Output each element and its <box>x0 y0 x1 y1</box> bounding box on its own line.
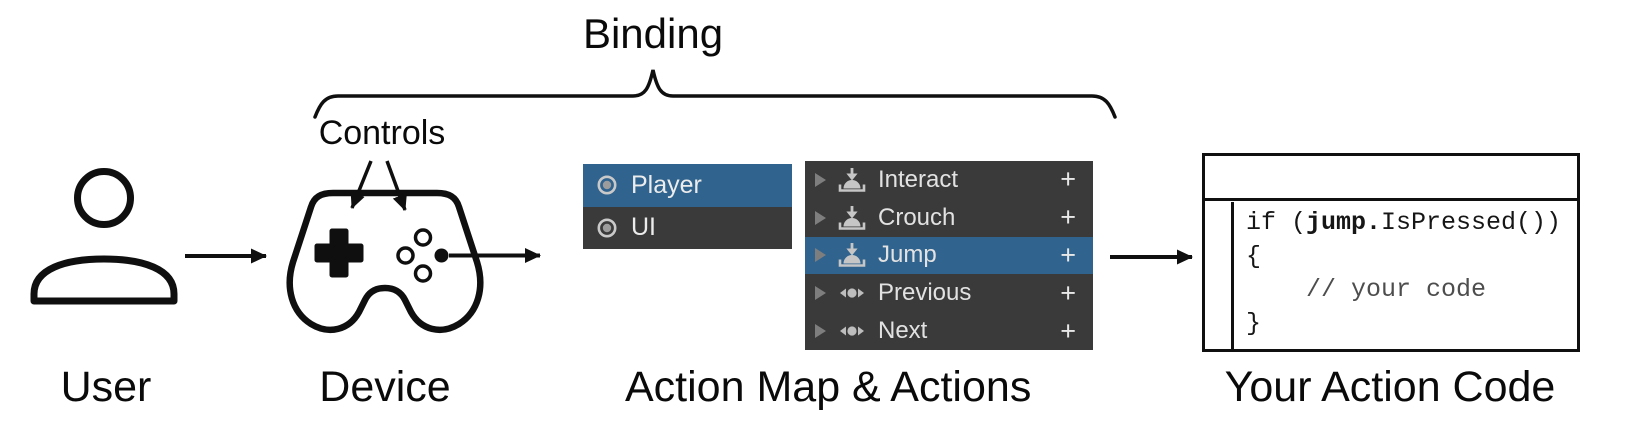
action-map-name: UI <box>631 213 656 242</box>
action-code-label: Your Action Code <box>1224 363 1556 411</box>
fold-triangle-icon[interactable] <box>814 247 827 263</box>
user-label: User <box>60 363 152 411</box>
action-map-icon <box>596 217 618 239</box>
fold-triangle-icon[interactable] <box>814 323 827 339</box>
action-list: Interact + Crouch + Jump + Previous + Next + <box>805 161 1093 350</box>
value-action-icon <box>838 280 866 306</box>
action-row-previous[interactable]: Previous + <box>805 274 1093 313</box>
binding-label: Binding <box>582 10 724 57</box>
action-name: Interact <box>878 165 959 193</box>
add-binding-button[interactable]: + <box>1060 202 1076 233</box>
code-gutter-line <box>1231 201 1234 349</box>
controls-arrow-right-icon <box>385 160 407 211</box>
gamepad-icon <box>286 189 484 334</box>
action-map-icon <box>596 174 618 196</box>
controls-label: Controls <box>318 114 446 152</box>
action-row-interact[interactable]: Interact + <box>805 161 1093 199</box>
action-map-row-player[interactable]: Player <box>583 164 792 207</box>
action-name: Jump <box>878 241 937 269</box>
action-row-next[interactable]: Next + <box>805 312 1093 350</box>
action-name: Crouch <box>878 203 956 231</box>
binding-brace-icon <box>313 69 1117 119</box>
user-person-icon <box>30 168 178 305</box>
action-row-jump[interactable]: Jump + <box>805 236 1093 275</box>
fold-triangle-icon[interactable] <box>814 285 827 301</box>
code-editor-window: if (jump.IsPressed()) { // your code } <box>1202 153 1580 352</box>
device-label: Device <box>319 363 451 411</box>
add-binding-button[interactable]: + <box>1060 315 1076 346</box>
controls-arrow-left-icon <box>350 160 373 209</box>
code-line-2: { <box>1246 241 1262 271</box>
code-line-3-comment: // your code <box>1306 275 1487 304</box>
action-name: Next <box>878 317 928 345</box>
code-line-1: if (jump.IsPressed()) <box>1246 208 1562 237</box>
action-map-row-ui[interactable]: UI <box>583 206 792 249</box>
fold-triangle-icon[interactable] <box>814 210 827 226</box>
button-action-icon <box>838 205 866 231</box>
action-row-crouch[interactable]: Crouch + <box>805 198 1093 237</box>
button-action-icon <box>838 167 866 193</box>
value-action-icon <box>838 318 866 344</box>
dpad-icon <box>314 228 364 278</box>
fold-triangle-icon[interactable] <box>814 172 827 188</box>
button-action-icon <box>838 242 866 268</box>
gamepad-body <box>286 189 484 334</box>
code-snippet: if (jump.IsPressed()) { // your code } <box>1246 206 1561 340</box>
code-window-titlebar <box>1205 156 1577 201</box>
action-map-name: Player <box>631 170 702 199</box>
face-buttons-icon <box>396 228 449 283</box>
code-line-4: } <box>1246 308 1262 338</box>
action-map-label: Action Map & Actions <box>625 363 1032 411</box>
action-name: Previous <box>878 279 972 307</box>
add-binding-button[interactable]: + <box>1060 277 1076 308</box>
add-binding-button[interactable]: + <box>1060 239 1076 270</box>
add-binding-button[interactable]: + <box>1060 164 1076 195</box>
